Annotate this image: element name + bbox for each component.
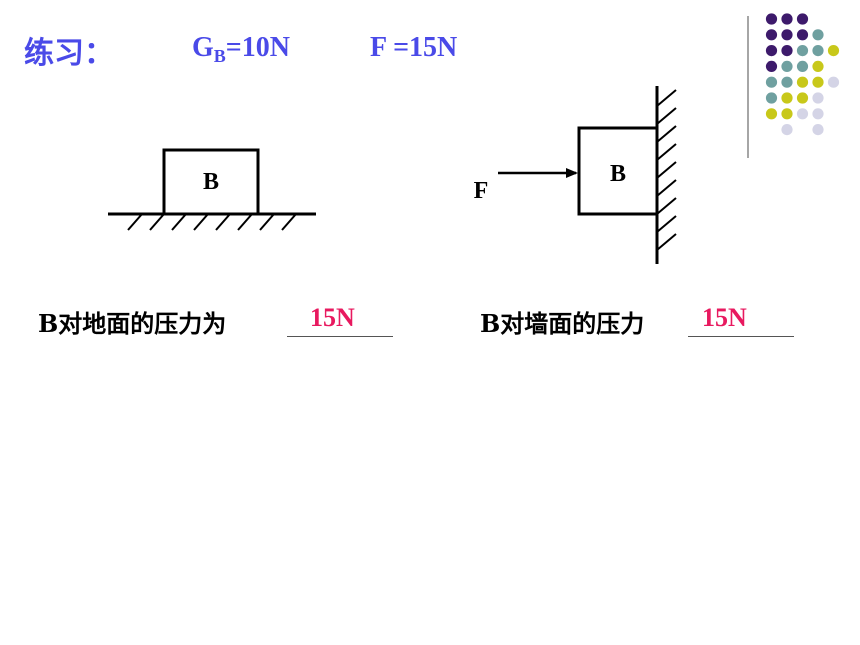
wall-hatching <box>656 89 677 251</box>
floor-diagram: B <box>108 148 316 231</box>
decorative-dot <box>781 108 793 120</box>
force-arrow-head <box>566 168 578 178</box>
weight-subscript: B <box>213 46 226 66</box>
given-force: F =15N <box>370 32 458 63</box>
decorative-dot <box>765 92 778 104</box>
weight-value: =10N <box>225 32 290 63</box>
answer-wall-pressure: 15N <box>702 303 747 332</box>
decorative-dot <box>781 124 793 136</box>
given-weight: GB=10N <box>192 32 290 67</box>
wall-block-label: B <box>610 161 626 187</box>
floor-hatching <box>127 213 297 231</box>
decorative-dot <box>812 45 824 57</box>
decorative-dot <box>796 60 809 72</box>
question-wall-pressure: B对墙面的压力 <box>480 309 645 338</box>
decorative-dot <box>812 124 824 136</box>
decorative-dot <box>765 45 778 57</box>
decorative-dot <box>812 29 824 41</box>
decorative-dot <box>827 76 840 88</box>
floor-block-label: B <box>203 169 219 195</box>
decorative-dot <box>765 29 778 41</box>
dot-pattern <box>765 13 840 136</box>
decorative-dot <box>765 76 778 88</box>
decorative-dot <box>827 45 840 57</box>
decorative-dot <box>796 76 809 88</box>
decorative-dot <box>781 92 793 104</box>
decorative-dot <box>812 76 824 88</box>
decorative-dot <box>812 92 824 104</box>
decorative-dot <box>781 45 793 57</box>
decorative-dot <box>796 29 809 41</box>
decorative-dot <box>781 13 793 25</box>
decorative-dot <box>796 45 809 57</box>
decorative-dot <box>796 108 809 120</box>
answer-floor-pressure: 15N <box>310 303 355 332</box>
decorative-dot <box>781 76 793 88</box>
question-floor-pressure: B对地面的压力为 <box>38 309 227 338</box>
decorative-dot <box>812 60 824 72</box>
decorative-dot <box>796 13 809 25</box>
answer-blank-floor <box>287 336 393 337</box>
decorative-dot <box>765 60 778 72</box>
decorative-dot <box>765 13 778 25</box>
force-label: F <box>474 178 489 204</box>
decorative-dot <box>796 92 809 104</box>
decorative-dot <box>781 60 793 72</box>
answer-blank-wall <box>688 336 794 337</box>
wall-diagram: F B <box>474 86 677 264</box>
exercise-title: 练习： <box>24 36 114 71</box>
weight-symbol: G <box>192 32 214 63</box>
decorative-dot <box>765 108 778 120</box>
decorative-dot <box>812 108 824 120</box>
decorative-dot <box>781 29 793 41</box>
